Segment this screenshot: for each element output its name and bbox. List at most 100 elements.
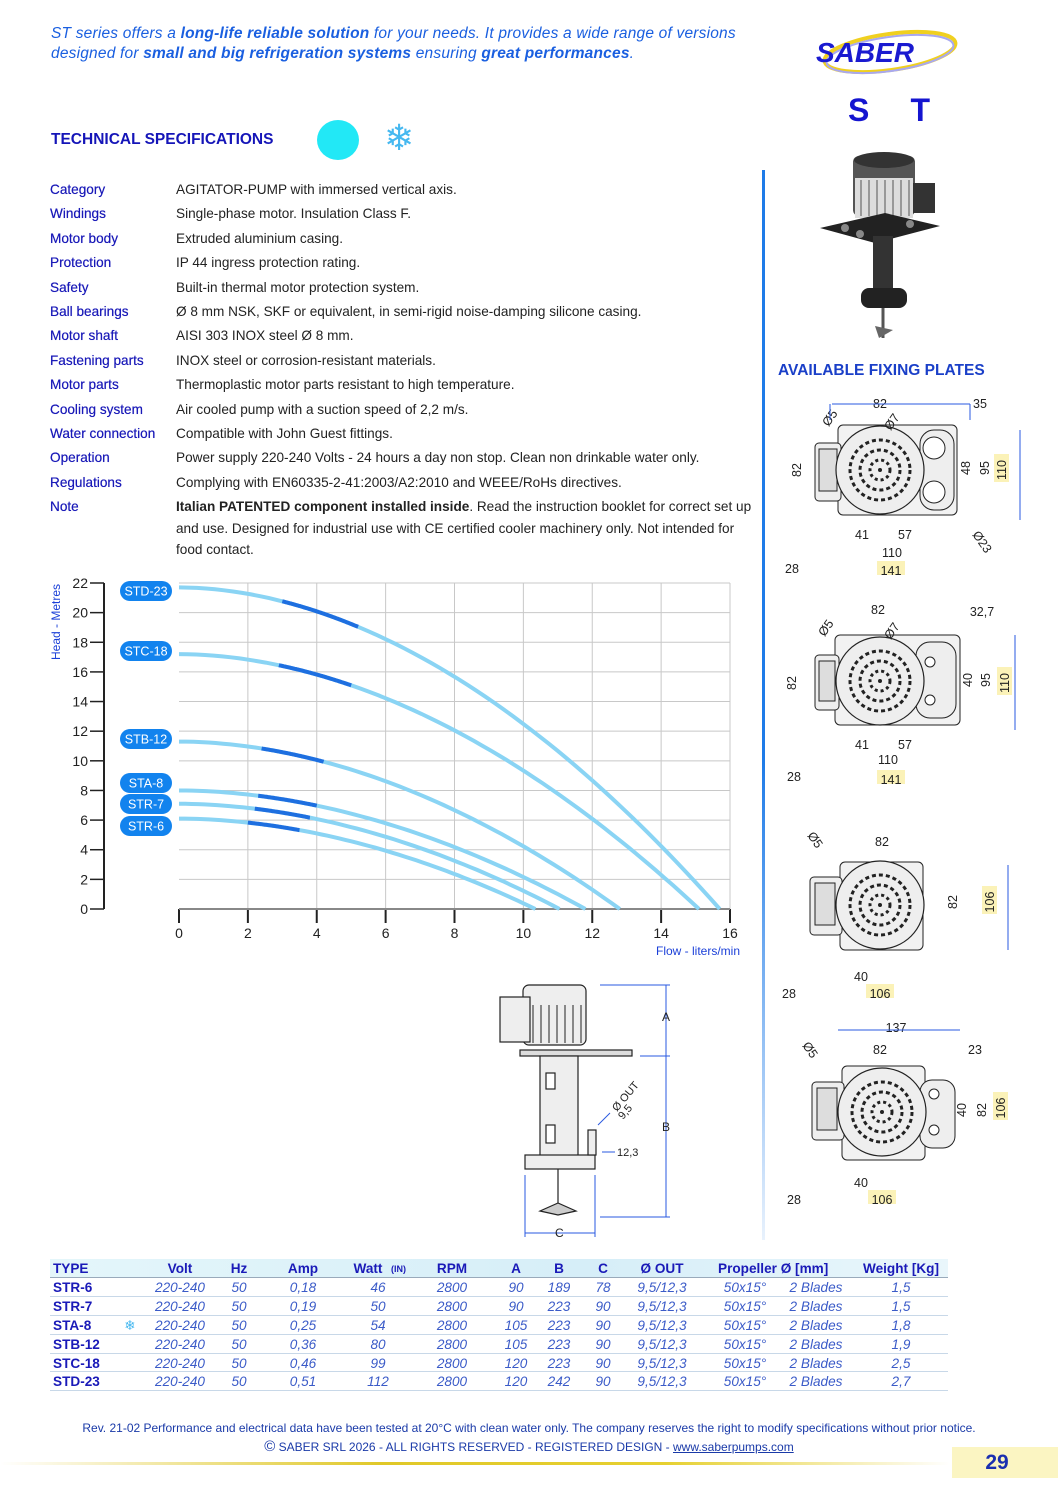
table-cell: 242 [547, 1374, 571, 1390]
copyright-text: SABER SRL 2026 - ALL RIGHTS RESERVED - R… [275, 1440, 673, 1454]
table-cell: 90 [595, 1298, 611, 1314]
intro-part: ensuring [411, 45, 482, 62]
series-label-badge [120, 581, 172, 601]
intro-part: . [629, 45, 635, 62]
spec-row: Fastening parts INOX steel or corrosion-r… [50, 349, 760, 373]
y-tick-label: 18 [72, 634, 88, 650]
series-label: STB-12 [125, 733, 167, 747]
dimension-label: 57 [898, 528, 912, 542]
dimension-label: 28 [787, 1193, 801, 1207]
table-cell: 220-240 [155, 1280, 205, 1295]
y-tick-label: 2 [80, 871, 88, 887]
column-header: Amp [287, 1261, 319, 1276]
table-cell: 112 [367, 1374, 389, 1390]
table-cell: 2 Blades [789, 1317, 843, 1333]
table-cell: 0,19 [289, 1298, 317, 1314]
table-cell: 220-240 [155, 1298, 205, 1314]
intro-bold: small and big refrigeration systems [143, 45, 412, 62]
fixing-plates-title: AVAILABLE FIXING PLATES [778, 362, 985, 379]
pump-dimension-drawing: A B C Ø OUT 9,5 12,3 [499, 984, 670, 1240]
spec-key: Motor parts [50, 377, 119, 393]
dimension-label: 106 [983, 892, 997, 913]
footer-disclaimer: Rev. 21-02 Performance and electrical da… [82, 1421, 976, 1435]
table-cell: 9,5/12,3 [637, 1298, 687, 1314]
dimension-label: Ø23 [969, 528, 994, 555]
spec-value: Italian PATENTED component installed ins… [176, 495, 760, 560]
y-tick-label: 4 [80, 842, 88, 858]
table-cell: 50 [231, 1280, 247, 1295]
series-label-badge [120, 729, 172, 749]
table-cell: 2,7 [891, 1374, 911, 1390]
table-cell: 50x15° [723, 1355, 767, 1371]
dimension-label: 137 [886, 1021, 907, 1035]
dimension-label: 110 [995, 460, 1009, 480]
series-logo: ST [848, 96, 930, 126]
curve-str-7 [179, 801, 561, 911]
y-tick-label: 14 [72, 694, 88, 710]
spec-key: Water connection [50, 426, 156, 442]
spec-key: Cooling system [50, 401, 143, 417]
curve-stb-12 [179, 739, 621, 911]
best-range-sta-8 [258, 793, 318, 808]
table-cell: 2 Blades [789, 1336, 843, 1352]
spec-value: Power supply 220-240 Volts - 24 hours a … [176, 450, 700, 466]
dimension-label: 95 [978, 461, 992, 475]
best-range-str-7 [254, 806, 311, 820]
table-cell: 50 [231, 1336, 247, 1352]
curve-sta-8 [179, 788, 587, 911]
table-cell: 9,5/12,3 [637, 1336, 687, 1352]
website-link[interactable]: www.saberpumps.com [673, 1440, 794, 1454]
table-cell: 90 [595, 1317, 611, 1333]
dimension-label: 110 [998, 673, 1012, 693]
spec-key: Fastening parts [50, 352, 144, 368]
spec-value: Thermoplastic motor parts resistant to h… [176, 377, 515, 393]
table-cell: 2,5 [891, 1355, 911, 1371]
table-cell: 2800 [436, 1336, 468, 1352]
table-cell: STD-23 [53, 1374, 100, 1390]
table-cell: 0,18 [289, 1280, 317, 1295]
x-tick-label: 6 [382, 925, 390, 941]
x-tick-label: 2 [244, 925, 252, 941]
table-cell: 90 [508, 1280, 524, 1295]
dim-out-12-3: 12,3 [617, 1147, 638, 1159]
spec-key: Protection [50, 255, 112, 271]
pump-photo [820, 152, 940, 338]
dimension-label: 141 [881, 564, 902, 578]
spec-key: Safety [50, 279, 89, 295]
table-cell: STC-18 [53, 1355, 100, 1371]
column-header: Volt [167, 1261, 193, 1276]
x-tick-label: 16 [722, 925, 738, 941]
spec-value: IP 44 ingress protection rating. [176, 255, 361, 271]
column-header: B [554, 1261, 564, 1276]
y-tick-label: 22 [72, 575, 88, 591]
best-range-stb-12 [261, 746, 325, 764]
dimension-label: 82 [871, 603, 885, 617]
spec-value: Ø 8 mm NSK, SKF or equivalent, in semi-r… [176, 304, 642, 320]
table-cell: 0,25 [289, 1317, 317, 1333]
table-cell: 220-240 [155, 1355, 205, 1371]
table-cell: 50 [370, 1298, 386, 1314]
dimension-label: 23 [968, 1043, 982, 1057]
series-label: STA-8 [129, 777, 164, 791]
column-header: A [511, 1261, 521, 1276]
spec-row: Motor parts Thermoplastic motor parts res… [50, 373, 760, 397]
table-cell: 2800 [436, 1355, 468, 1371]
table-cell: 1,5 [891, 1298, 911, 1314]
spec-value: INOX steel or corrosion-resistant materi… [176, 352, 436, 368]
dimension-label: 48 [959, 461, 973, 475]
table-cell: 2800 [436, 1317, 468, 1333]
table-cell: STA-8 [53, 1317, 92, 1333]
dimension-label: 41 [855, 528, 869, 542]
spec-key: Windings [50, 206, 106, 222]
table-cell: 0,51 [289, 1374, 317, 1390]
table-cell: 50x15° [723, 1374, 767, 1390]
snowflake-icon: ❄ [384, 117, 415, 158]
curve-stc-18 [178, 652, 701, 911]
